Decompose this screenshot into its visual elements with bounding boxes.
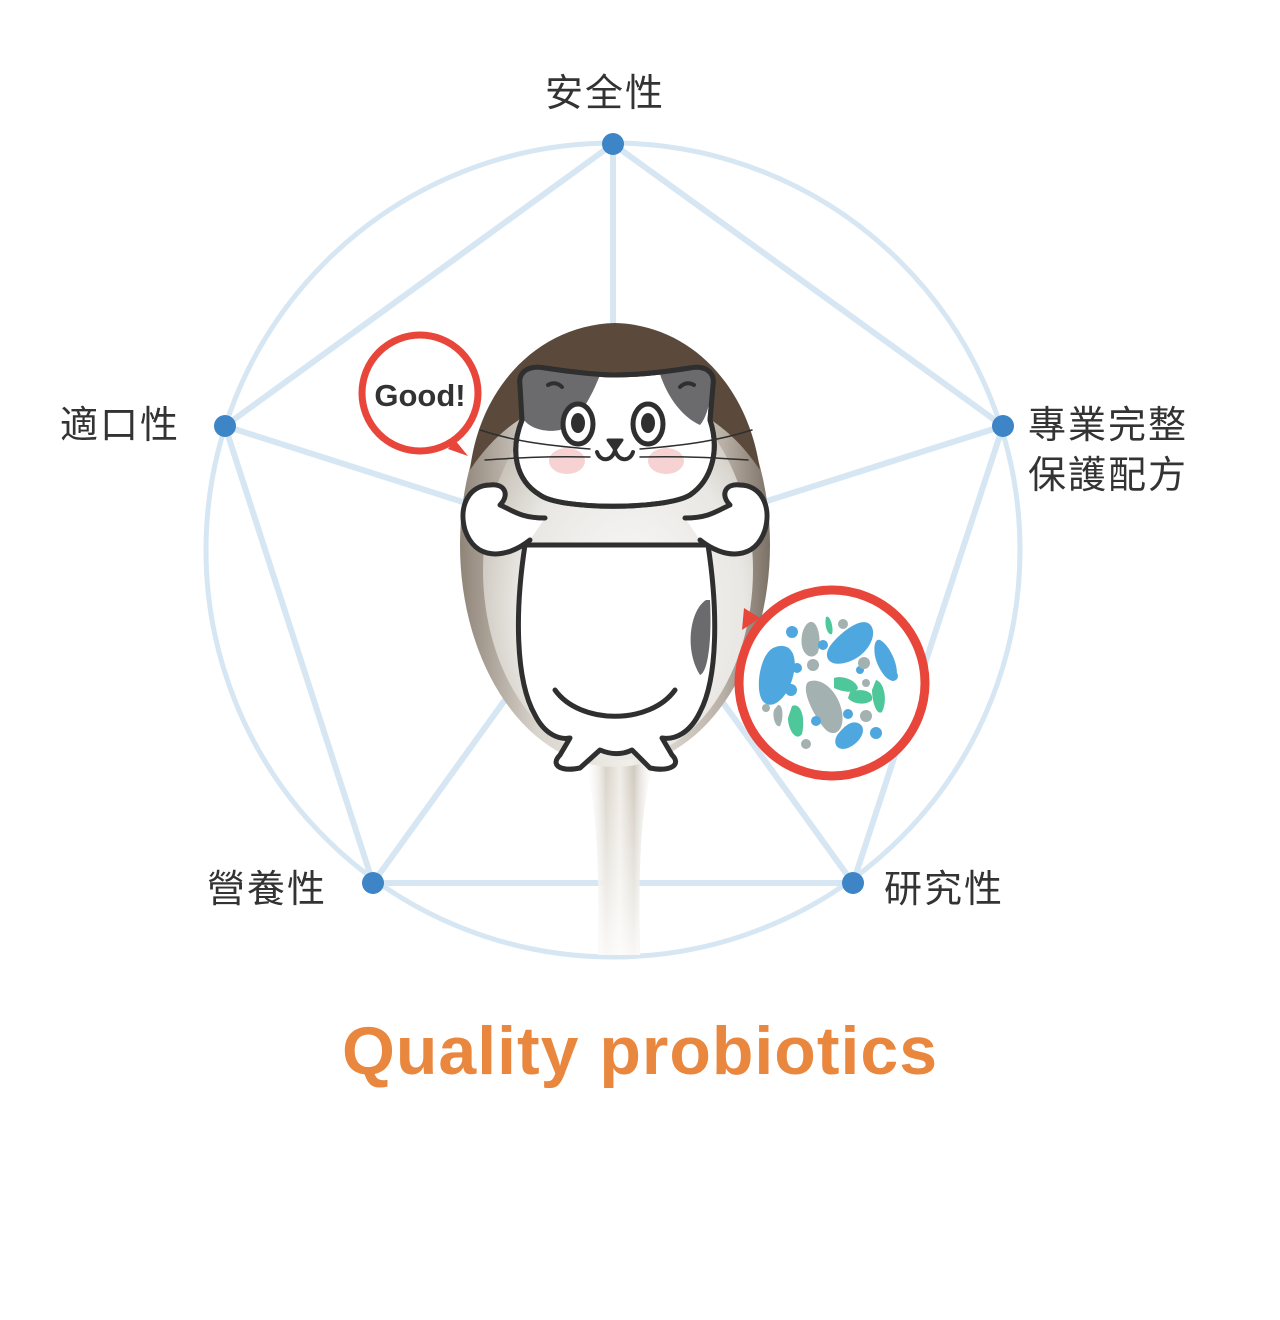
good-text: Good!	[374, 378, 465, 413]
dot-bottom-right	[842, 872, 864, 894]
bacteria-icon	[758, 616, 898, 749]
axis-label-palatability: 適口性	[60, 403, 181, 447]
cat-illustration	[460, 364, 770, 772]
spoon-handle	[585, 760, 655, 955]
axis-label-professional-formula: 專業完整 保護配方	[1028, 403, 1189, 497]
page-title: Quality probiotics	[341, 1013, 939, 1089]
good-speech-bubble	[358, 331, 482, 456]
axis-label-nutrition: 營養性	[207, 867, 328, 911]
axis-label-research: 研究性	[884, 867, 1005, 911]
dot-bottom-left	[362, 872, 384, 894]
dot-right	[992, 415, 1014, 437]
dot-top	[602, 133, 624, 155]
vertex-dots	[214, 133, 1014, 894]
dot-left	[214, 415, 236, 437]
bacteria-bubble	[734, 585, 930, 781]
axis-label-safety: 安全性	[545, 71, 666, 115]
